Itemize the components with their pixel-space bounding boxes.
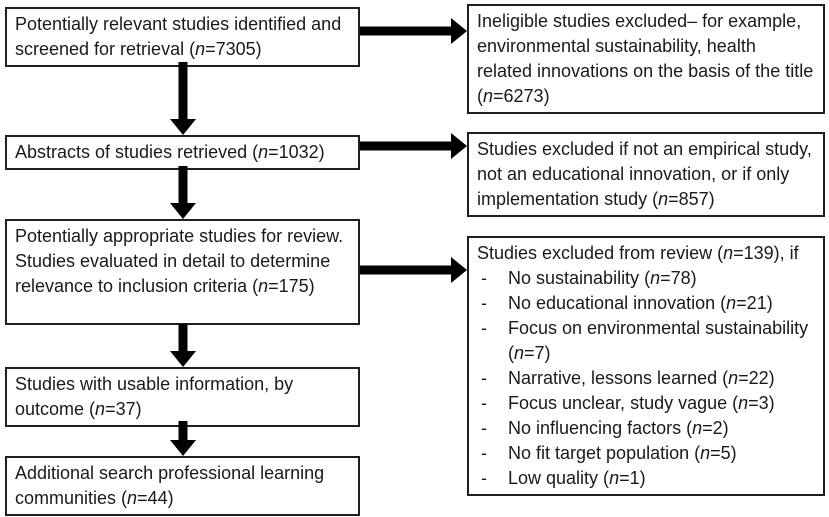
arrow-right-3 <box>360 257 467 283</box>
arrow-down-3 <box>170 324 196 367</box>
exclusion-box-title-screen: Ineligible studies excluded– for example… <box>467 4 825 114</box>
list-item-text: No educational innovation (n=21) <box>508 293 773 313</box>
list-item: - No educational innovation (n=21) <box>477 291 815 316</box>
list-item-text: Low quality (n=1) <box>508 468 646 488</box>
arrow-down-1 <box>170 62 196 135</box>
bullet-dash: - <box>481 318 487 338</box>
box-text: Additional search professional learning … <box>15 463 325 508</box>
bullet-dash: - <box>481 368 487 388</box>
box-text: Ineligible studies excluded– for example… <box>477 11 814 106</box>
list-item-text: No fit target population (n=5) <box>508 443 737 463</box>
list-item-text: No sustainability (n=78) <box>508 268 697 288</box>
bullet-dash: - <box>481 293 487 313</box>
exclusion-box-review: Studies excluded from review (n=139), if… <box>467 236 825 496</box>
list-item: - Low quality (n=1) <box>477 466 815 491</box>
arrow-down-2 <box>170 166 196 219</box>
bullet-dash: - <box>481 268 487 288</box>
list-item-text: Narrative, lessons learned (n=22) <box>508 368 775 388</box>
list-item: - No sustainability (n=78) <box>477 266 815 291</box>
list-item-text: Focus unclear, study vague (n=3) <box>508 393 775 413</box>
list-item-text: Focus on environmental sustainability (n… <box>508 318 809 363</box>
box-text: Studies with usable information, by outc… <box>15 374 294 419</box>
process-box-identified: Potentially relevant studies identified … <box>5 7 360 67</box>
box-text: Potentially appropriate studies for revi… <box>15 226 344 296</box>
list-item: - Focus on environmental sustainability … <box>477 316 815 366</box>
process-box-additional-search: Additional search professional learning … <box>5 456 360 516</box>
bullet-dash: - <box>481 443 487 463</box>
process-box-abstracts: Abstracts of studies retrieved (n=1032) <box>5 135 360 170</box>
arrow-down-4 <box>170 421 196 456</box>
box-text: Abstracts of studies retrieved (n=1032) <box>15 142 325 162</box>
bullet-dash: - <box>481 468 487 488</box>
list-item-text: No influencing factors (n=2) <box>508 418 729 438</box>
box-heading: Studies excluded from review (n=139), if <box>477 243 799 263</box>
list-item: - No fit target population (n=5) <box>477 441 815 466</box>
arrow-right-1 <box>360 18 467 44</box>
list-item: - Narrative, lessons learned (n=22) <box>477 366 815 391</box>
bullet-dash: - <box>481 418 487 438</box>
arrow-right-2 <box>360 133 467 159</box>
exclusion-box-abstract-screen: Studies excluded if not an empirical stu… <box>467 132 825 217</box>
list-item: - No influencing factors (n=2) <box>477 416 815 441</box>
list-item: - Focus unclear, study vague (n=3) <box>477 391 815 416</box>
box-text: Studies excluded if not an empirical stu… <box>477 139 812 209</box>
box-text: Potentially relevant studies identified … <box>15 14 342 59</box>
bullet-dash: - <box>481 393 487 413</box>
process-box-appropriate: Potentially appropriate studies for revi… <box>5 219 360 325</box>
process-box-usable: Studies with usable information, by outc… <box>5 367 360 427</box>
